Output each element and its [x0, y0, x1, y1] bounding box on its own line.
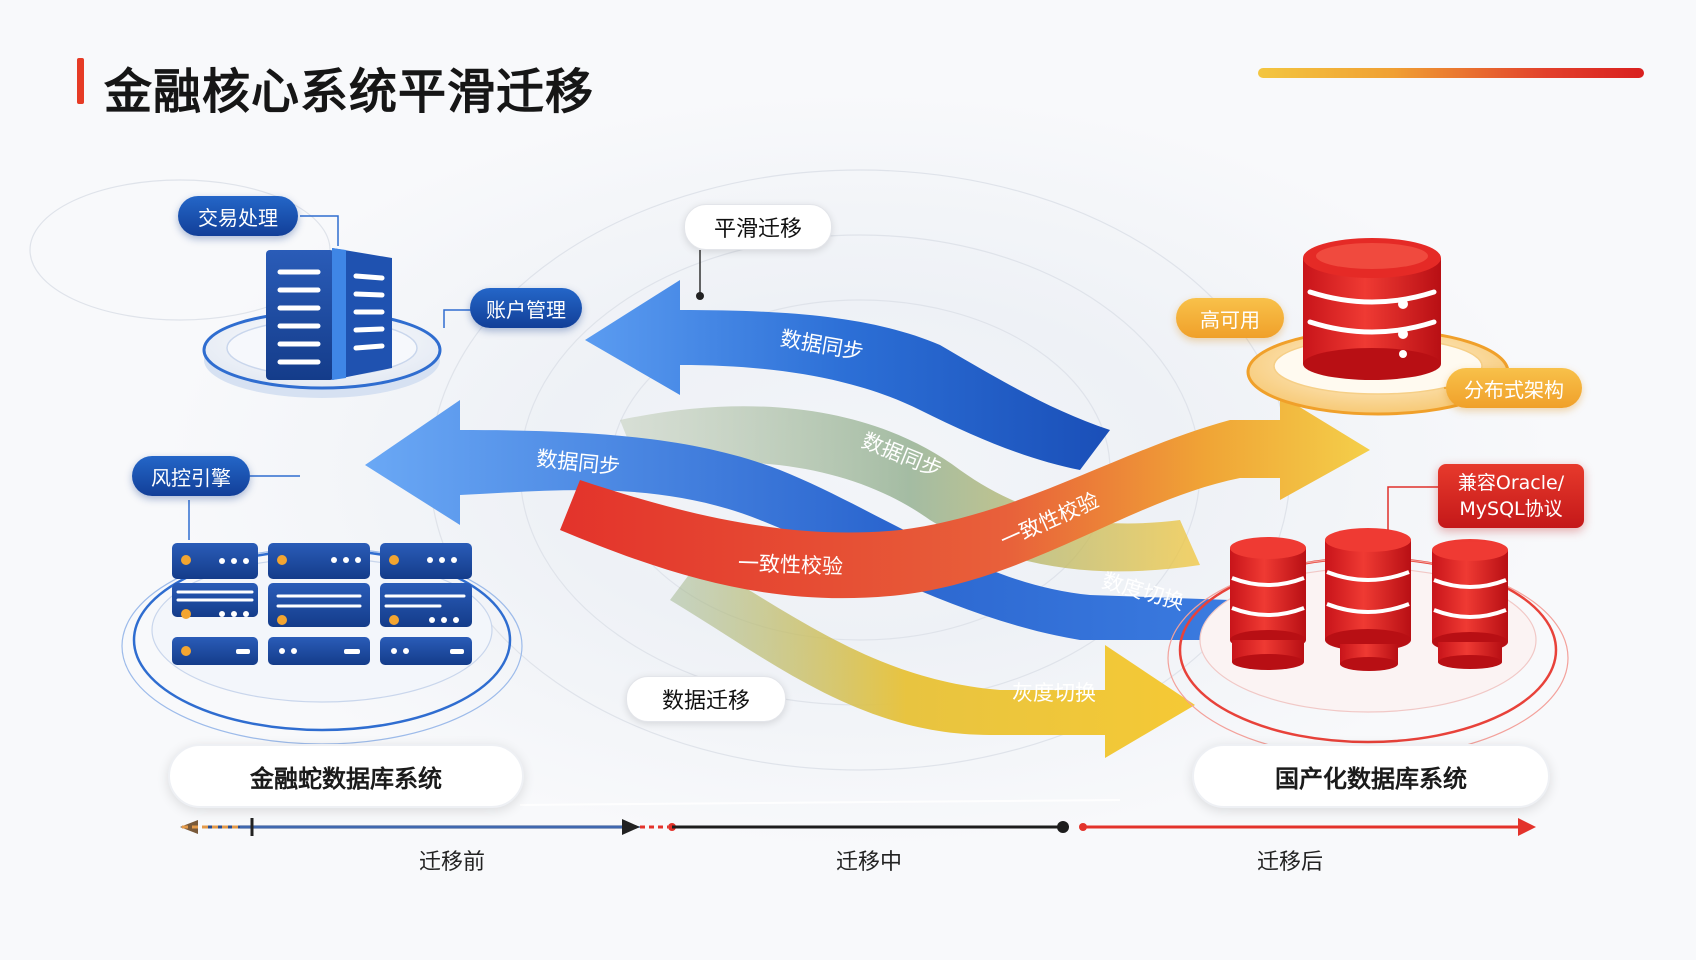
title-accent-bar: [77, 58, 84, 104]
callout-smooth-migration: 平滑迁移: [684, 204, 832, 250]
database-cluster-icon: [1230, 528, 1508, 671]
server-rack-icon: [172, 543, 472, 665]
phase-during: 迁移中: [836, 850, 903, 875]
title-gradient-line: [1258, 68, 1644, 78]
tag-compatibility-line1: 兼容Oracle/: [1457, 472, 1565, 494]
phase-before: 迁移前: [419, 850, 486, 875]
flow-red: [560, 395, 1370, 599]
right-system-label: 国产化数据库系统: [1192, 744, 1550, 808]
callout-data-migration: 数据迁移: [626, 676, 786, 722]
connector-lines-red: [1387, 486, 1438, 530]
flow-blue-mid: [365, 400, 1230, 640]
tag-compatibility-line2: MySQL协议: [1459, 498, 1563, 520]
flow-label-yellow: 灰度切换: [1012, 681, 1096, 705]
left-system-label: 金融蛇数据库系统: [168, 744, 524, 808]
database-icon-large: [1303, 238, 1441, 380]
document-icon: [266, 248, 392, 380]
flow-label-red-left: 一致性校验: [738, 551, 844, 579]
connector-lines: [188, 215, 472, 540]
tag-compatibility: 兼容Oracle/ MySQL协议: [1438, 464, 1584, 528]
tag-risk: 风控引擎: [132, 456, 250, 496]
callout-pointer: [696, 250, 704, 300]
phase-after: 迁移后: [1257, 850, 1324, 875]
page-title: 金融核心系统平滑迁移: [104, 64, 595, 120]
timeline: [180, 799, 1536, 836]
tag-distributed: 分布式架构: [1446, 368, 1582, 408]
tag-transaction: 交易处理: [178, 196, 298, 236]
flow-blue-top: [585, 280, 1110, 470]
tag-account: 账户管理: [470, 288, 582, 328]
flow-yellow: [670, 560, 1195, 758]
tag-high-availability: 高可用: [1176, 298, 1284, 338]
